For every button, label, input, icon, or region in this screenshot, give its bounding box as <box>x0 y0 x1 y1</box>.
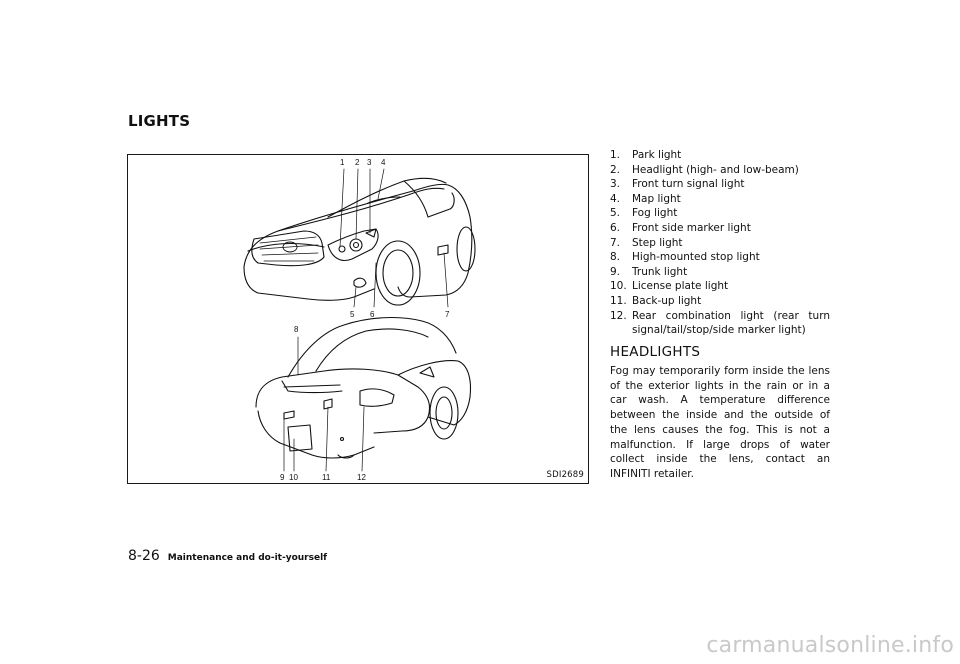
callout-3: 3 <box>367 158 372 167</box>
list-item: 6.Front side marker light <box>610 221 751 234</box>
list-item: 8.High-mounted stop light <box>610 251 760 264</box>
callout-2: 2 <box>355 158 360 167</box>
headlights-body: Fog may temporarily form inside the lens… <box>610 365 830 480</box>
list-item: 9.Trunk light <box>610 265 688 278</box>
front-fog-light <box>353 277 367 288</box>
section-title: LIGHTS <box>128 112 191 130</box>
front-wheel <box>375 240 421 306</box>
callout-10: 10 <box>289 473 298 482</box>
callout-12: 12 <box>357 473 366 482</box>
figure-code: SDI2689 <box>546 470 584 480</box>
rear-car-roof <box>287 317 457 378</box>
list-item: 3.Front turn signal light <box>610 178 745 191</box>
rear-trunk <box>281 380 343 394</box>
list-item: 4.Map light <box>610 192 681 205</box>
list-item: 2.Headlight (high- and low-beam) <box>610 163 799 176</box>
chapter-label: Maintenance and do-it-yourself <box>167 553 328 563</box>
front-headlight <box>327 228 379 262</box>
page-footer: 8-26 Maintenance and do-it-yourself <box>128 548 327 564</box>
rear-car-body <box>255 368 431 434</box>
lights-list: 1.Park light 2.Headlight (high- and low-… <box>610 148 830 338</box>
list-item: 11.Back-up light <box>610 294 702 307</box>
watermark: carmanualsonline.info <box>706 633 954 658</box>
list-item: 1.Park light <box>610 149 682 161</box>
callout-11: 11 <box>322 473 331 482</box>
list-item: 7.Step light <box>610 236 683 249</box>
page-number: 8-26 <box>128 548 160 564</box>
rear-combination-light <box>359 388 395 407</box>
callout-5: 5 <box>350 310 355 319</box>
list-item: 5.Fog light <box>610 207 678 220</box>
callout-1: 1 <box>340 158 345 167</box>
headlights-title: HEADLIGHTS <box>610 344 701 360</box>
callout-7: 7 <box>445 310 450 319</box>
rear-wheel <box>429 386 459 440</box>
front-grille <box>251 230 325 267</box>
callout-9: 9 <box>280 473 285 482</box>
car-illustration: 1 2 3 4 5 6 7 8 9 10 11 12 <box>243 158 476 482</box>
callout-4: 4 <box>381 158 386 167</box>
callout-8: 8 <box>294 325 299 334</box>
license-plate <box>287 424 313 452</box>
rear-bumper <box>257 410 375 459</box>
list-item: 10.License plate light <box>610 280 729 293</box>
list-item: 12.Rear combination light (rear turn sig… <box>610 309 830 337</box>
front-car-body <box>243 183 473 298</box>
lights-figure: 1 2 3 4 5 6 7 8 9 10 11 12 SDI2689 <box>127 154 589 484</box>
front-bumper <box>243 266 375 301</box>
callout-6: 6 <box>370 310 375 319</box>
